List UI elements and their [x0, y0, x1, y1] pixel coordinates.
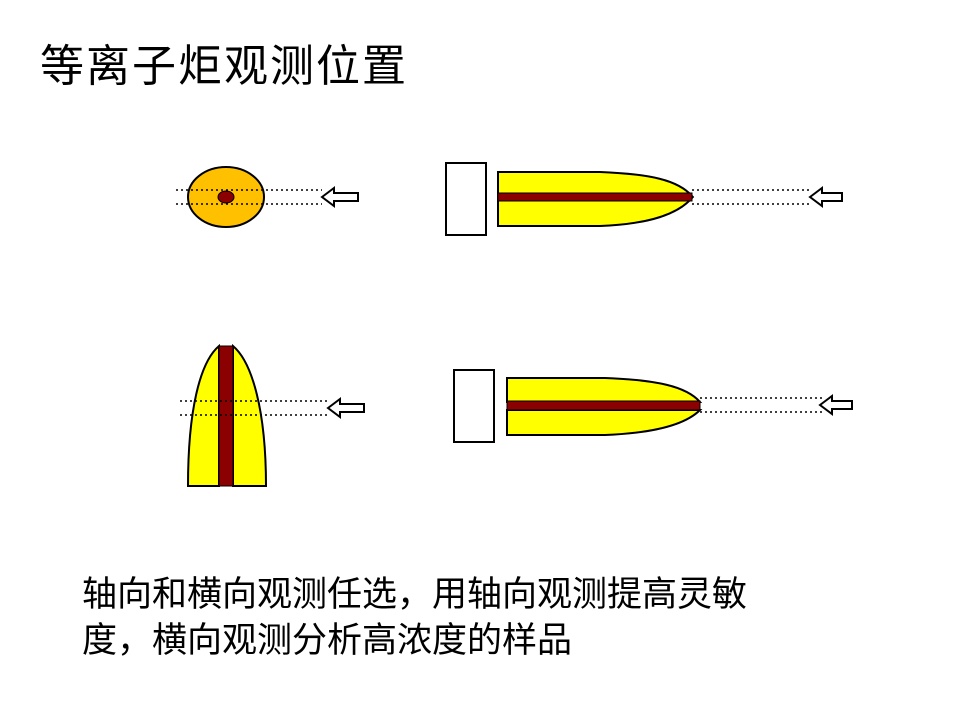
- slide-title: 等离子炬观测位置: [40, 41, 408, 92]
- hollow-left-arrow-icon: [808, 186, 843, 208]
- spectrometer-slit-box: [453, 369, 495, 443]
- central-channel: [497, 192, 693, 202]
- central-channel-dot: [217, 190, 235, 204]
- central-channel: [506, 400, 701, 411]
- radial-torch-view: [180, 343, 365, 487]
- hollow-left-arrow-icon: [818, 394, 853, 416]
- spectrometer-slit-box: [445, 162, 487, 236]
- hollow-left-arrow-icon: [326, 397, 365, 419]
- central-channel: [218, 345, 234, 487]
- caption-text: 轴向和横向观测任选，用轴向观测提高灵敏 度，横向观测分析高浓度的样品: [82, 572, 922, 664]
- plasma-lower-half: [506, 409, 703, 436]
- plasma-upper-half: [497, 171, 695, 197]
- hollow-left-arrow-icon: [320, 186, 359, 208]
- plasma-left-half: [186, 343, 220, 487]
- plasma-lower-half: [497, 197, 695, 227]
- end-on-torch-view: [176, 166, 359, 228]
- axial-torch-view: [445, 162, 843, 236]
- plasma-upper-half: [506, 377, 703, 403]
- caption-line-1: 轴向和横向观测任选，用轴向观测提高灵敏: [82, 575, 748, 615]
- caption-line-2: 度，横向观测分析高浓度的样品: [82, 621, 573, 661]
- axial-torch-view-2: [453, 369, 853, 443]
- plasma-right-half: [232, 343, 268, 487]
